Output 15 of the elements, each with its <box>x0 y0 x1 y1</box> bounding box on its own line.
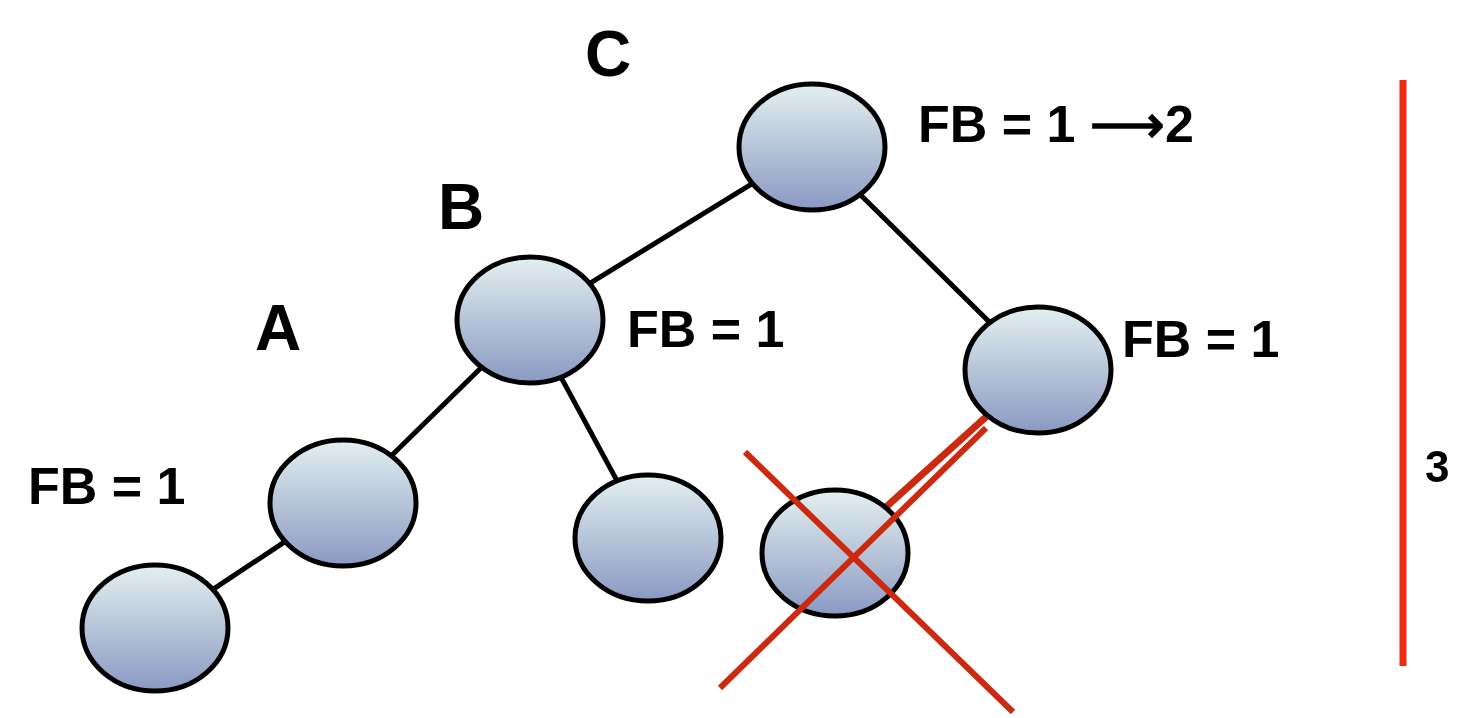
tree-node <box>572 472 724 604</box>
node-letter: C <box>585 22 632 86</box>
height-label: 3 <box>1425 445 1450 489</box>
tree-node <box>79 562 231 694</box>
tree-node <box>759 487 911 619</box>
tree-node <box>962 304 1114 436</box>
tree-node <box>267 437 419 569</box>
balance-factor-label: FB = 1 ⟶2 <box>918 98 1194 150</box>
tree-node <box>736 81 888 213</box>
tree-node <box>454 254 606 386</box>
balance-factor-label: FB = 1 <box>627 303 785 355</box>
balance-factor-label: FB = 1 <box>28 460 186 512</box>
node-letter: B <box>438 175 485 239</box>
node-letter: A <box>255 296 302 360</box>
balance-factor-label: FB = 1 <box>1122 313 1280 365</box>
